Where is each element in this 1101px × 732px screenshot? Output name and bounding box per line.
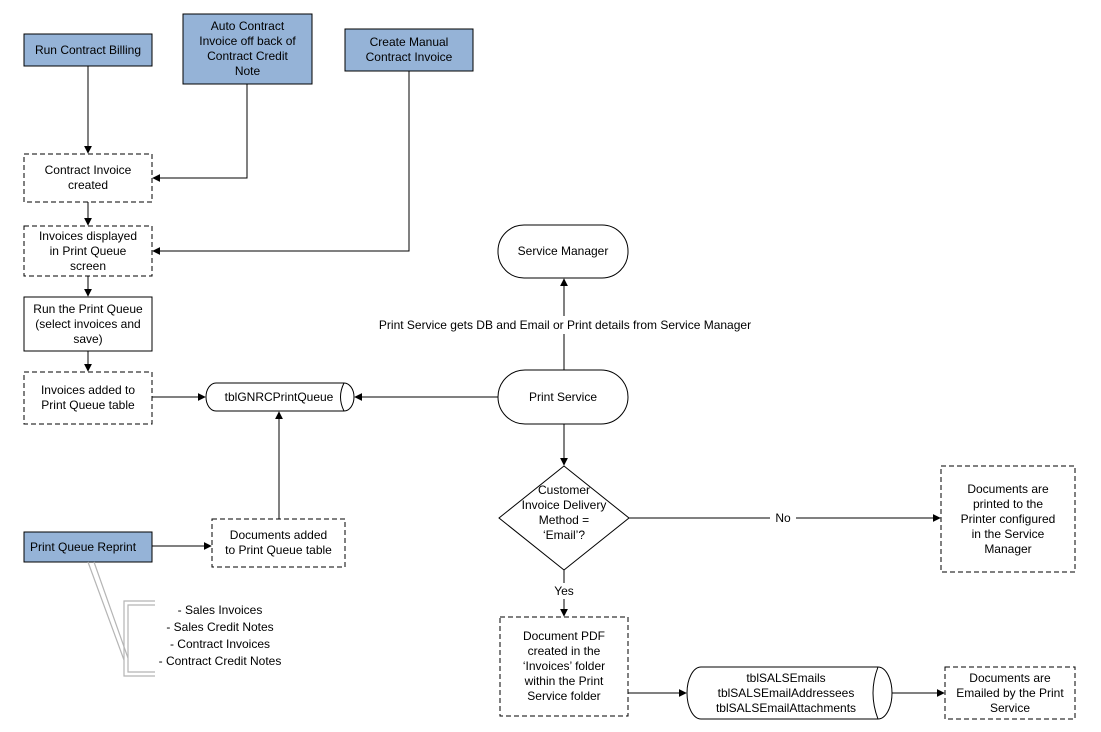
documents-emailed-label: Documents are Emailed by the Print Servi… (956, 670, 1064, 715)
print-queue-table-label: tblGNRCPrintQueue (224, 389, 334, 404)
document-pdf-label: Document PDF created in the ‘Invoices’ f… (522, 629, 606, 703)
connectors (84, 66, 945, 697)
service-manager-terminator (497, 224, 629, 279)
create-manual-invoice-box (344, 28, 474, 72)
documents-added-label: Documents added to Print Queue table (225, 528, 332, 557)
documents-printed-label: Documents are printed to the Printer con… (960, 481, 1056, 556)
node-shapes (23, 13, 1076, 720)
documents-printed-box (940, 465, 1076, 573)
edge-manual-to-displayed (152, 71, 410, 255)
email-tables-label: tblSALSEmails tblSALSEmailAddressees tbl… (715, 670, 857, 715)
contract-invoice-created-label: Contract Invoice created (44, 163, 132, 192)
invoices-added-box (23, 371, 153, 425)
document-pdf-box (499, 616, 629, 717)
auto-contract-invoice-label[interactable]: Auto Contract Invoice off back of Contra… (199, 19, 296, 78)
run-contract-billing-label[interactable]: Run Contract Billing (34, 42, 142, 57)
create-manual-invoice-label[interactable]: Create Manual Contract Invoice (365, 35, 453, 64)
documents-added-box (211, 518, 346, 568)
reprint-note-callout (87, 561, 155, 677)
run-contract-billing-box (23, 33, 153, 67)
run-print-queue-label: Run the Print Queue (select invoices and… (33, 301, 143, 346)
print-queue-reprint-box (23, 531, 153, 563)
documents-emailed-box (944, 666, 1076, 720)
run-print-queue-box (23, 296, 153, 352)
print-queue-table-cylinder-end (340, 382, 345, 412)
print-queue-reprint-label[interactable]: Print Queue Reprint (30, 539, 137, 554)
service-manager-link-label: Print Service gets DB and Email or Print… (330, 316, 800, 334)
invoices-displayed-label: Invoices displayed in Print Queue screen (38, 228, 138, 273)
email-tables-cylinder-end (872, 666, 879, 720)
contract-invoice-created-box (23, 153, 153, 203)
print-service-label: Print Service (528, 389, 598, 404)
reprint-note-text: - Sales Invoices - Sales Credit Notes - … (158, 603, 282, 668)
edge-auto-to-created (152, 84, 248, 182)
service-manager-label: Service Manager (517, 244, 609, 258)
yes-edge-label: Yes (548, 583, 580, 599)
auto-contract-invoice-box (182, 13, 313, 85)
invoices-added-label: Invoices added to Print Queue table (40, 383, 136, 412)
no-edge-label: No (770, 510, 796, 526)
print-queue-table-cylinder (205, 382, 355, 412)
delivery-decision-label: Customer Invoice Delivery Method = ‘Emai… (521, 483, 607, 542)
